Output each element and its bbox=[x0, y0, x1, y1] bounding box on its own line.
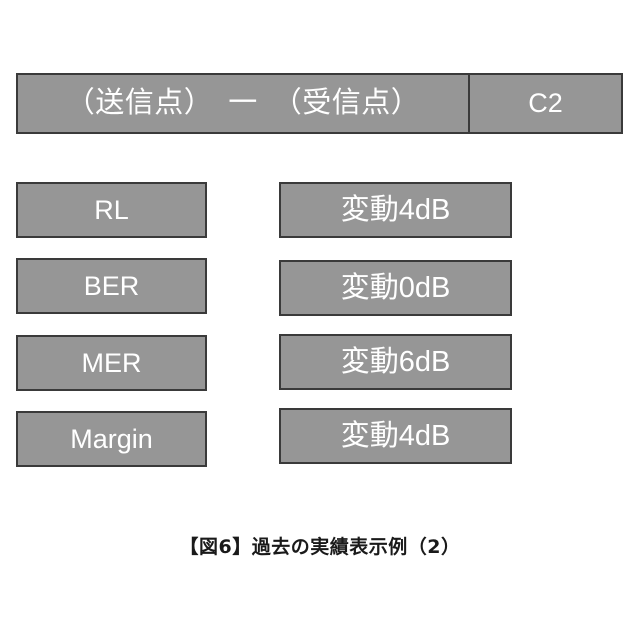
metric-box-margin: Margin bbox=[16, 411, 207, 467]
metric-box-rl: RL bbox=[16, 182, 207, 238]
header-divider bbox=[468, 75, 470, 132]
value-box-margin: 変動4dB bbox=[279, 408, 512, 464]
value-box-mer: 変動6dB bbox=[279, 334, 512, 390]
header-path-cell: （送信点） 一 （受信点） bbox=[65, 87, 421, 119]
header-channel-cell: C2 bbox=[528, 88, 563, 118]
value-box-ber: 変動0dB bbox=[279, 260, 512, 316]
metric-box-mer: MER bbox=[16, 335, 207, 391]
metric-box-ber: BER bbox=[16, 258, 207, 314]
header-row: （送信点） 一 （受信点） C2 bbox=[16, 73, 623, 134]
value-box-rl: 変動4dB bbox=[279, 182, 512, 238]
figure-caption: 【図6】過去の実績表示例（2） bbox=[179, 536, 461, 558]
